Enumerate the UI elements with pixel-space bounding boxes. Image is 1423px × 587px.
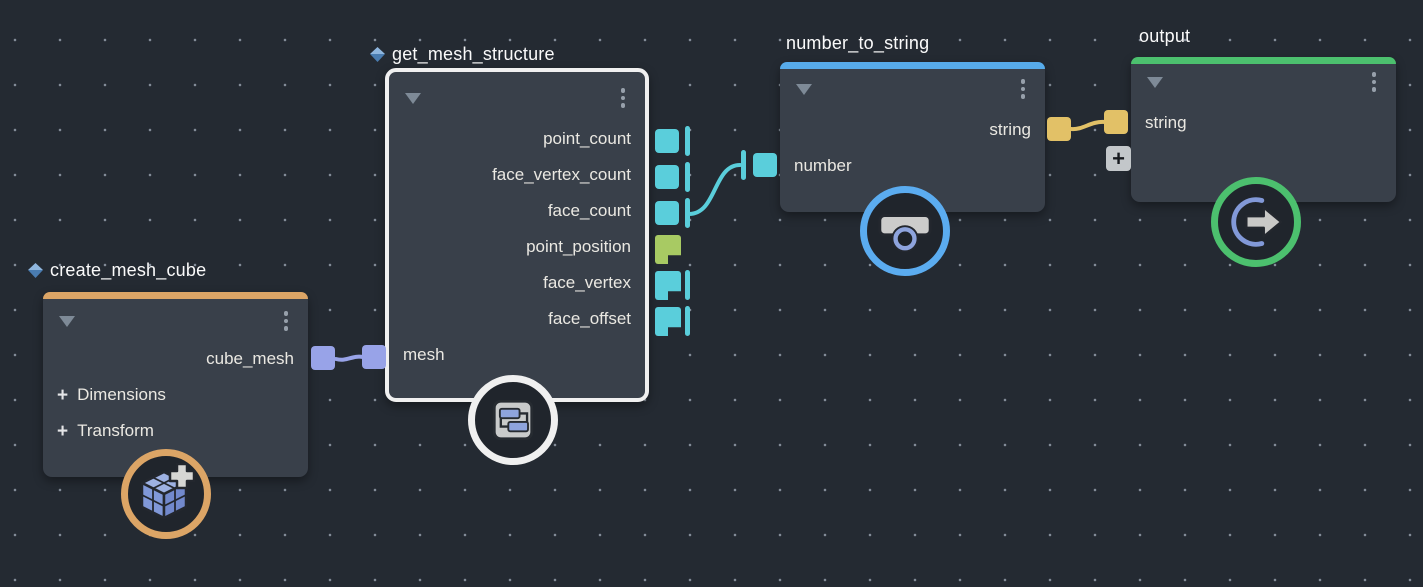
node-title-create-mesh-cube[interactable]: create_mesh_cube — [28, 260, 206, 281]
port-label: cube_mesh — [206, 349, 294, 368]
connector-face-count-stub[interactable] — [685, 198, 690, 228]
port-row-point-position: point_position — [389, 229, 645, 265]
node-title-label: number_to_string — [786, 33, 930, 53]
collapse-arrow-icon[interactable] — [59, 315, 75, 327]
add-input-button[interactable]: + — [1106, 146, 1131, 171]
connector-number-input[interactable] — [753, 153, 777, 177]
port-row-number: number — [780, 148, 1045, 184]
cube-plus-icon — [140, 462, 196, 520]
badge-output — [1211, 177, 1301, 267]
port-label: string — [1145, 113, 1187, 132]
connector-string-input[interactable] — [1104, 110, 1128, 134]
port-label: mesh — [403, 345, 445, 364]
param-row-dimensions[interactable]: + Dimensions — [43, 377, 308, 413]
exit-arrow-icon — [1231, 197, 1283, 247]
expand-plus-icon[interactable]: + — [57, 384, 69, 406]
node-menu-icon[interactable] — [1017, 77, 1030, 101]
port-row-cube-mesh: cube_mesh — [43, 341, 308, 377]
port-label: face_vertex — [543, 273, 631, 292]
param-label: Transform — [77, 421, 154, 440]
node-accent-bar — [780, 62, 1045, 69]
param-row-transform[interactable]: + Transform — [43, 413, 308, 449]
port-row-mesh: mesh — [389, 337, 645, 373]
node-accent-bar — [1131, 57, 1396, 64]
badge-create-mesh-cube — [121, 449, 211, 539]
port-label: point_position — [526, 237, 631, 256]
node-accent-bar — [43, 292, 308, 299]
wire-cube-mesh-to-mesh[interactable] — [334, 354, 365, 362]
port-label: face_offset — [548, 309, 631, 328]
wire-face-count-to-number[interactable] — [687, 163, 742, 216]
port-row-string-in: string — [1131, 105, 1396, 141]
collapse-arrow-icon[interactable] — [405, 92, 421, 104]
port-label: face_count — [547, 201, 631, 220]
connector-face-vertex-stub[interactable] — [685, 270, 690, 300]
port-row-string-out: string — [780, 112, 1045, 148]
node-menu-icon[interactable] — [1368, 70, 1381, 94]
node-title-output[interactable]: output — [1139, 26, 1190, 47]
node-create-mesh-cube[interactable]: cube_mesh + Dimensions + Transform — [43, 292, 308, 477]
badge-number-to-string — [860, 186, 950, 276]
flow-blocks-icon — [492, 399, 534, 441]
connector-point-count-output[interactable] — [655, 129, 679, 153]
connector-mesh-input[interactable] — [362, 345, 386, 369]
port-label: number — [794, 156, 852, 175]
connector-face-vertex-count-output[interactable] — [655, 165, 679, 189]
badge-get-mesh-structure — [468, 375, 558, 465]
expand-plus-icon[interactable]: + — [57, 420, 69, 442]
gem-icon — [28, 263, 43, 278]
node-menu-icon[interactable] — [617, 86, 630, 110]
connector-cube-mesh-output[interactable] — [311, 346, 335, 370]
node-title-label: output — [1139, 26, 1191, 46]
collapse-arrow-icon[interactable] — [1147, 76, 1163, 88]
connector-face-offset-stub[interactable] — [685, 306, 690, 336]
node-title-get-mesh-structure[interactable]: get_mesh_structure — [370, 44, 555, 65]
node-get-mesh-structure[interactable]: point_count face_vertex_count face_count… — [385, 68, 649, 402]
connector-point-count-stub[interactable] — [685, 126, 690, 156]
port-label: face_vertex_count — [492, 165, 631, 184]
connector-number-stub[interactable] — [741, 150, 746, 180]
node-menu-icon[interactable] — [280, 309, 293, 333]
connector-string-output[interactable] — [1047, 117, 1071, 141]
connector-face-vertex-count-stub[interactable] — [685, 162, 690, 192]
port-row-face-vertex-count: face_vertex_count — [389, 157, 645, 193]
node-title-label: get_mesh_structure — [392, 44, 555, 64]
param-label: Dimensions — [77, 385, 166, 404]
wire-string-to-string[interactable] — [1069, 119, 1107, 132]
node-title-label: create_mesh_cube — [50, 260, 207, 280]
toggle-widget-icon — [878, 214, 932, 253]
port-row-face-offset: face_offset — [389, 301, 645, 337]
connector-face-count-output[interactable] — [655, 201, 679, 225]
node-title-number-to-string[interactable]: number_to_string — [786, 33, 929, 54]
collapse-arrow-icon[interactable] — [796, 83, 812, 95]
port-label: string — [989, 120, 1031, 139]
port-label: point_count — [543, 129, 631, 148]
port-row-face-vertex: face_vertex — [389, 265, 645, 301]
gem-icon — [370, 47, 385, 62]
port-row-point-count: point_count — [389, 121, 645, 157]
port-row-face-count: face_count — [389, 193, 645, 229]
